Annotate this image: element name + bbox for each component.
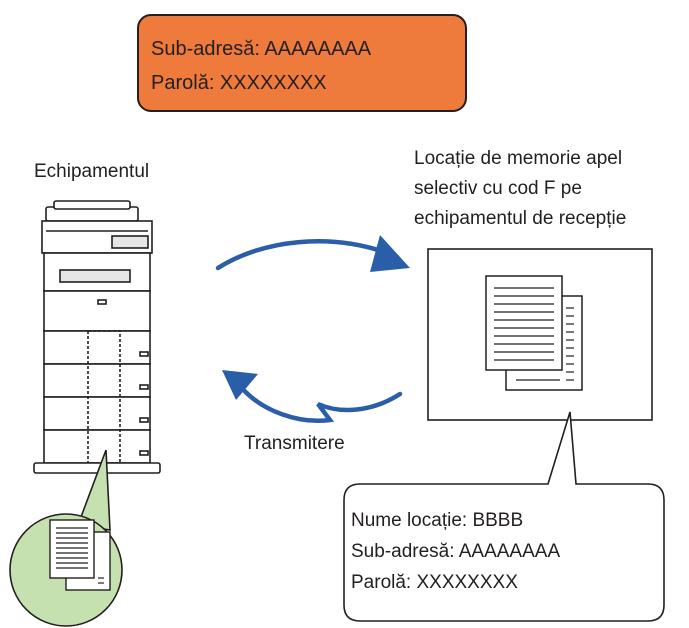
memory-documents-icon (485, 275, 583, 391)
location-name: Nume locație: BBBB (351, 510, 524, 531)
memory-location-line-1: Locație de memorie apel (414, 148, 623, 169)
device-label: Echipamentul (34, 161, 150, 182)
credentials-password: Parolă: XXXXXXXX (151, 72, 327, 94)
memory-location-line-3: echipamentul de recepție (414, 208, 627, 229)
transmission-arrow (237, 383, 403, 423)
location-info-balloon (343, 411, 665, 622)
credentials-box: Sub-adresă: AAAAAAAA Parolă: XXXXXXXX (137, 14, 467, 112)
memory-location-line-2: selectiv cu cod F pe (414, 178, 582, 199)
polling-request-arrow (215, 239, 393, 271)
location-password: Parolă: XXXXXXXX (351, 572, 518, 593)
credentials-subaddress: Sub-adresă: AAAAAAAA (151, 38, 372, 60)
transmit-label: Transmitere (244, 433, 345, 454)
memory-location-label: Locație de memorie apel selectiv cu cod … (414, 144, 626, 234)
location-subaddress: Sub-adresă: AAAAAAAA (351, 541, 561, 562)
location-info-text: Nume locație: BBBB Sub-adresă: AAAAAAAA … (351, 505, 560, 598)
printer-icon (33, 200, 161, 474)
arrow-head-left (222, 370, 258, 400)
stored-documents-icon (49, 519, 111, 591)
arrow-head-right (370, 235, 410, 272)
